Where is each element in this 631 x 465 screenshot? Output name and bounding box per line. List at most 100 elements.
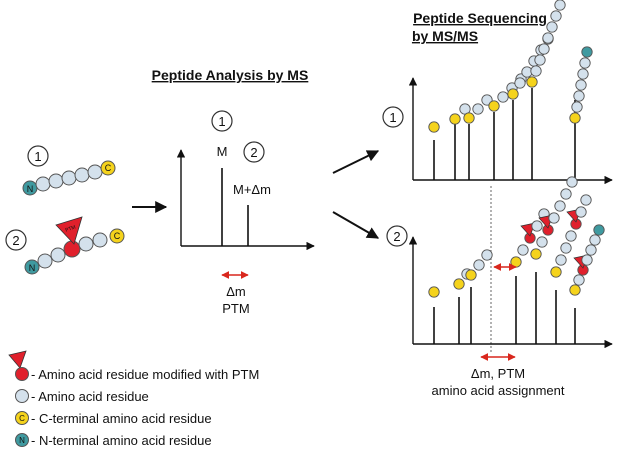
residue: [566, 176, 578, 188]
c-terminal-letter: C: [114, 231, 121, 241]
c-terminal-residue: [453, 278, 465, 290]
c-terminal-residue: [510, 256, 522, 268]
c-terminal-residue: [428, 121, 440, 133]
c-terminal-icon-letter: C: [19, 414, 25, 423]
c-terminal-residue: [465, 269, 477, 281]
number-badge-2: [5, 229, 27, 251]
residue: [550, 10, 562, 22]
n-terminal-icon-letter: N: [19, 436, 25, 445]
n-terminal-icon: [15, 433, 29, 447]
c-terminal-residue: [488, 100, 500, 112]
ms-peak-label-m-dm: M+Δm: [233, 182, 271, 197]
ptm-flag-icon: [8, 350, 27, 369]
ms-spectrum: 1 M 2 M+Δm Δm PTM: [176, 110, 315, 316]
residue-icon: [15, 389, 29, 403]
residue: [575, 206, 587, 218]
residue: [575, 79, 587, 91]
peptide-1: 1 N C: [22, 145, 116, 196]
c-terminal-icon: [15, 411, 29, 425]
ptm-flag-text: PTM: [65, 224, 77, 233]
residue: [571, 101, 583, 113]
ms-number-label-2: 2: [250, 145, 257, 160]
c-terminal-residue: [463, 112, 475, 124]
residue: [473, 259, 485, 271]
msms-delta-label: Δm, PTM: [471, 366, 525, 381]
ptm-residue-icon: [15, 367, 29, 381]
msms-assignment-label: amino acid assignment: [432, 383, 565, 398]
legend-label-c-terminal: - C-terminal amino acid residue: [31, 411, 212, 426]
residue: [542, 32, 554, 44]
c-terminal-letter: C: [105, 163, 112, 173]
n-terminal-letter: N: [27, 184, 34, 194]
ms-number-badge-1: [211, 110, 233, 132]
residue: [565, 230, 577, 242]
residue: [531, 220, 543, 232]
residue: [548, 212, 560, 224]
residue: [581, 254, 593, 266]
residue: [585, 244, 597, 256]
c-terminal-residue: [530, 248, 542, 260]
legend-ptm: - Amino acid residue modified with PTM: [8, 350, 259, 382]
ms-peak-label-m: M: [217, 144, 228, 159]
arrow-to-msms-1: [332, 150, 380, 174]
msms-spectrum-1: 1: [382, 0, 613, 185]
residue: [579, 57, 591, 69]
residue: [35, 176, 51, 192]
residue: [538, 43, 550, 55]
residue: [589, 234, 601, 246]
residue: [497, 91, 509, 103]
msms-number-label-1: 1: [389, 110, 396, 125]
residue: [546, 21, 558, 33]
residue: [554, 200, 566, 212]
c-terminal-residue: [526, 76, 538, 88]
legend-n-terminal: N - N-terminal amino acid residue: [15, 433, 212, 448]
residue: [472, 103, 484, 115]
ms-ptm-label: PTM: [222, 301, 249, 316]
msms2-peaks: [433, 272, 576, 344]
residue: [530, 65, 542, 77]
residue: [577, 68, 589, 80]
residue: [92, 232, 108, 248]
residue: [517, 244, 529, 256]
msms-number-badge-1: [382, 106, 404, 128]
ptm-residue: [63, 240, 81, 258]
residue: [536, 236, 548, 248]
c-terminal-residue: [507, 88, 519, 100]
residue: [50, 247, 66, 263]
msms2-fragments: [428, 176, 605, 298]
msms1-fragments: [428, 0, 593, 133]
residue: [74, 167, 90, 183]
legend-c-terminal: C - C-terminal amino acid residue: [15, 411, 212, 426]
ms-delta-label: Δm: [226, 284, 246, 299]
ms-number-label-1: 1: [218, 114, 225, 129]
c-terminal-residue: [449, 113, 461, 125]
residue: [534, 54, 546, 66]
msms-spectrum-2: 2 Δm, PTM amino acid assignment: [386, 176, 613, 398]
peptide-1-chain: N C: [22, 160, 116, 196]
analysis-title: Peptide Analysis by MS: [152, 67, 309, 83]
legend: - Amino acid residue modified with PTM -…: [8, 350, 259, 448]
c-terminal-residue: [569, 112, 581, 124]
residue: [87, 164, 103, 180]
legend-label-n-terminal: - N-terminal amino acid residue: [31, 433, 212, 448]
residue: [573, 90, 585, 102]
residue: [514, 77, 526, 89]
residue: [554, 0, 566, 11]
ptm-flag-icon: [55, 216, 83, 245]
residue: [573, 274, 585, 286]
n-terminal-letter: N: [29, 263, 36, 273]
c-terminal-residue: [550, 266, 562, 278]
peptide-2: 2 N C PTM: [5, 216, 125, 275]
legend-label-residue: - Amino acid residue: [31, 389, 149, 404]
c-terminal-residue: [109, 228, 125, 244]
number-badge-1: [27, 145, 49, 167]
legend-residue: - Amino acid residue: [15, 389, 149, 404]
number-label-1: 1: [34, 149, 41, 164]
c-terminal-residue: [569, 284, 581, 296]
residue: [555, 254, 567, 266]
residue: [580, 194, 592, 206]
c-terminal-residue: [100, 160, 116, 176]
ms-number-badge-2: [243, 141, 265, 163]
